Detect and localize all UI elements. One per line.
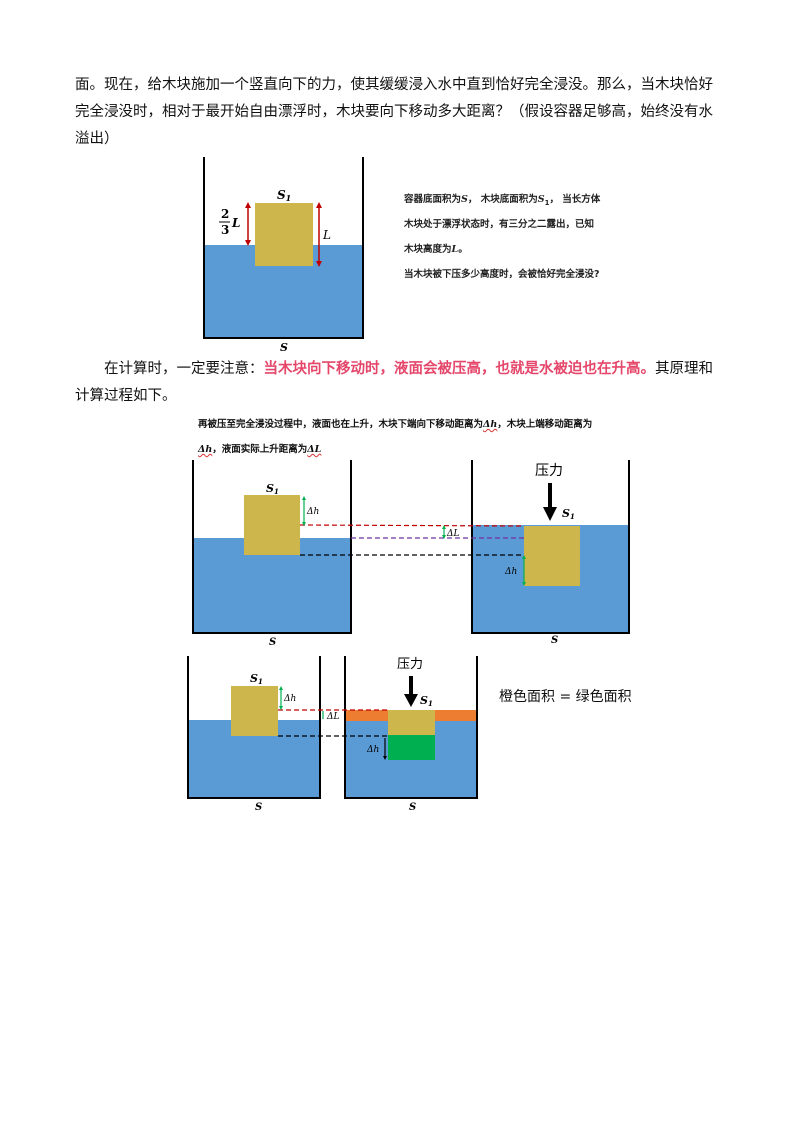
area-equation: 橙色面积 = 绿色面积 <box>499 689 632 705</box>
figure-1-diagram: S1 2 3 L L S <box>203 157 364 354</box>
figure-2-caption: 再被压至完全浸没过程中，液面也在上升，木块下端向下移动距离为Δh，木块上端移动距… <box>198 419 593 455</box>
svg-text:S1: S1 <box>250 672 263 686</box>
block-right <box>524 526 580 586</box>
dl-label: ΔL <box>326 712 339 722</box>
s1-label-left: S <box>250 672 258 685</box>
figure-2-diagram: S1 S1 Δh ΔL Δh S S 压力 <box>192 460 630 648</box>
figure-1-note-line-4: 当木块被下压多少高度时，会被恰好完全浸没? <box>404 269 600 280</box>
block-right <box>388 710 435 735</box>
height-label: L <box>322 228 331 242</box>
s-label-right: S <box>409 802 416 813</box>
container-right <box>344 656 478 799</box>
dl-label: ΔL <box>446 529 459 539</box>
s1-label-right: S <box>562 507 570 520</box>
fraction-denominator: 3 <box>221 223 229 237</box>
svg-text:S1: S1 <box>266 482 279 496</box>
fraction-numerator: 2 <box>221 207 229 221</box>
svg-text:S1: S1 <box>420 694 433 708</box>
block-left <box>231 686 278 736</box>
highlight-text: 当木块向下移动时，液面会被压高，也就是水被迫也在升高。 <box>263 361 656 377</box>
attention-line-2: 计算过程如下。 <box>75 388 177 404</box>
wood-block <box>255 203 313 266</box>
s1-label-left: S <box>266 482 274 495</box>
svg-text:S1: S1 <box>277 188 291 203</box>
fraction-variable: L <box>231 216 240 230</box>
dh-label-right: Δh <box>504 567 517 577</box>
container-walls <box>203 157 364 339</box>
figure-1-note-line-2: 木块处于漂浮状态时，有三分之二露出，已知 <box>404 219 595 230</box>
figure-1-note-line-1: 容器底面积为S， 木块底面积为S1， 当长方体 <box>404 194 601 207</box>
s-label-right: S <box>551 635 558 646</box>
figure-1-note-line-3: 木块高度为L。 <box>404 244 468 255</box>
container-left <box>192 460 352 634</box>
dh-label-right: Δh <box>366 745 379 755</box>
intro-line-1: 面。现在，给木块施加一个竖直向下的力，使其缓缓浸入水中直到恰好完全浸没。那么，当… <box>75 77 713 93</box>
dh-label-left: Δh <box>306 507 319 517</box>
s-label-left: S <box>255 802 262 813</box>
intro-line-3: 溢出） <box>75 131 119 147</box>
dh-label-left: Δh <box>283 694 296 704</box>
green-region <box>388 735 435 760</box>
container-left <box>187 656 321 799</box>
intro-line-2: 完全浸没时，相对于最开始自由漂浮时，木块要向下移动多大距离？（假设容器足够高，始… <box>75 104 713 120</box>
attention-line-1: 在计算时，一定要注意：当木块向下移动时，液面会被压高，也就是水被迫也在升高。其原… <box>104 361 713 377</box>
block-left <box>244 495 300 555</box>
container-label: S <box>280 341 288 354</box>
s1-label-right: S <box>420 694 428 707</box>
force-label: 压力 <box>535 463 563 479</box>
block-label: S <box>277 188 286 202</box>
container-right <box>471 460 630 634</box>
svg-text:S1: S1 <box>562 507 575 521</box>
force-label: 压力 <box>397 657 423 672</box>
s-label-left: S <box>269 637 276 648</box>
figure-3-diagram: S1 S1 Δh ΔL Δh S S 压力 <box>187 656 478 813</box>
